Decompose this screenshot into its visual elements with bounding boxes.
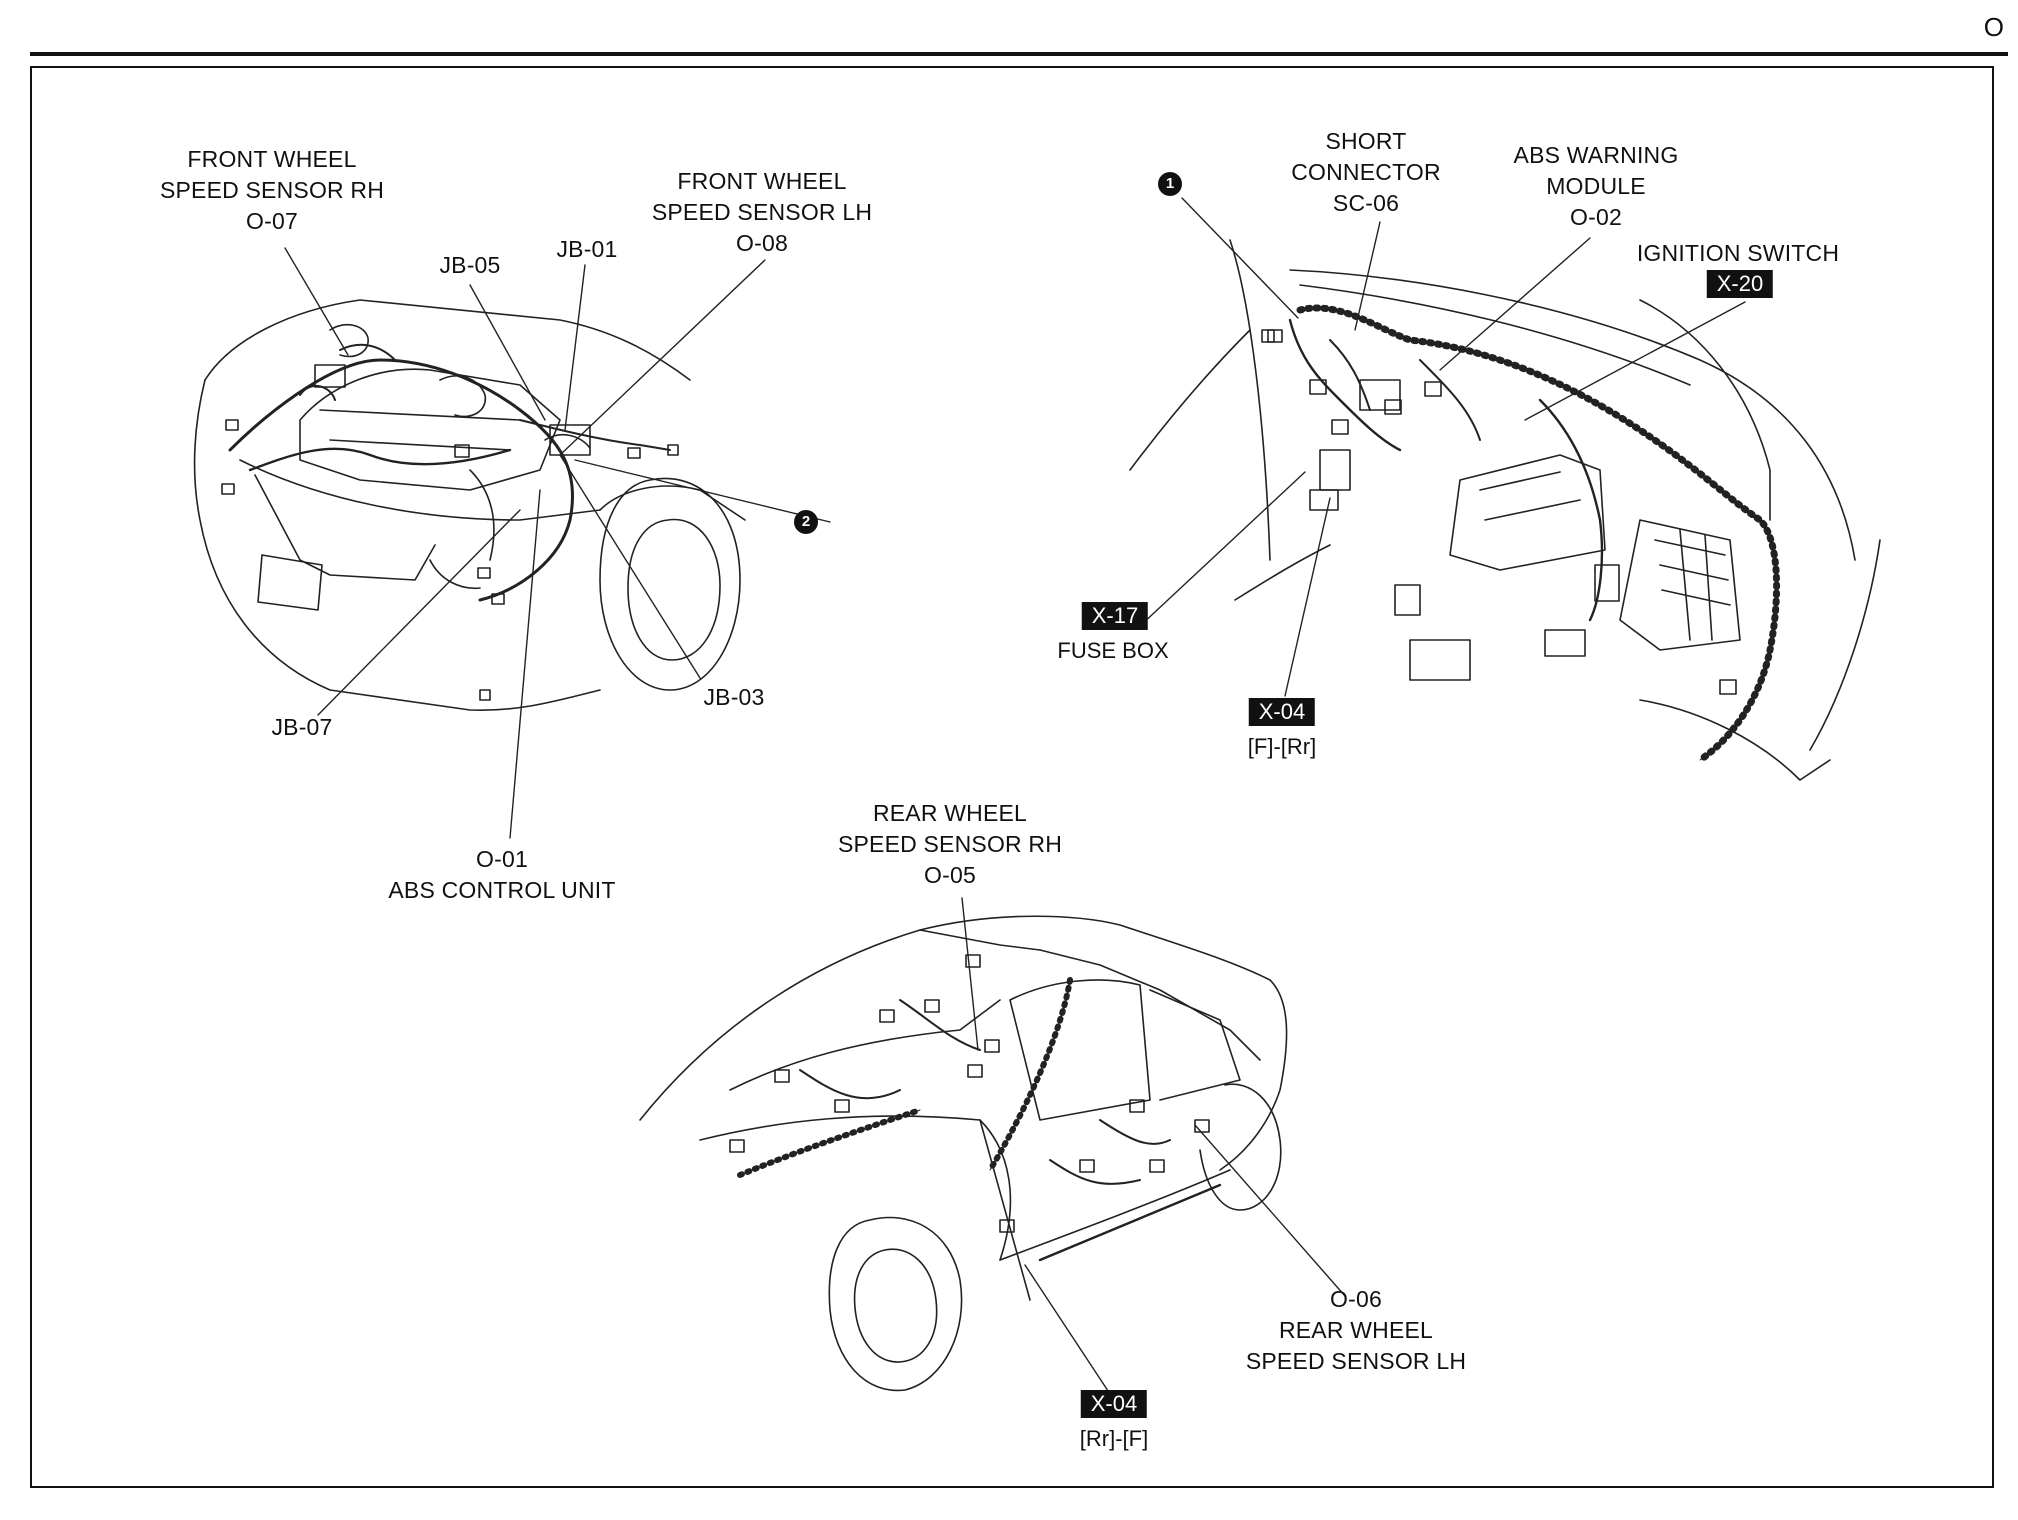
label-jb-03: JB-03 [703, 684, 765, 710]
label-line: SPEED SENSOR RH [837, 831, 1063, 857]
label-connector-code: O-01 [476, 846, 528, 872]
label-line: FRONT WHEEL [187, 146, 357, 172]
page-corner-mark: O [1983, 12, 2004, 42]
label-connector-code: O-08 [736, 230, 788, 256]
label-fuse-box: FUSE BOX [1057, 638, 1169, 663]
label-abs-control-unit: O-01 ABS CONTROL UNIT [388, 844, 615, 906]
label-line: REAR WHEEL [1278, 1317, 1434, 1343]
label-connector-code: SC-06 [1332, 190, 1400, 216]
rear-car-drawing [639, 915, 1288, 1392]
label-rear-wheel-speed-sensor-rh: REAR WHEEL SPEED SENSOR RH O-05 [838, 798, 1062, 891]
connector-box-x-17: X-17 [1081, 602, 1149, 630]
label-jb-01: JB-01 [556, 236, 618, 262]
label-line: SPEED SENSOR LH [651, 199, 873, 225]
label-line: MODULE [1546, 173, 1646, 199]
label-abs-warning-module: ABS WARNING MODULE O-02 [1514, 140, 1679, 233]
label-line: SPEED SENSOR LH [1245, 1348, 1467, 1374]
label-front-wheel-speed-sensor-rh: FRONT WHEEL SPEED SENSOR RH O-07 [160, 144, 384, 237]
label-connector-code: O-02 [1570, 204, 1622, 230]
label-connector-code: O-05 [924, 862, 976, 888]
label-x-04-f-rr: [F]-[Rr] [1247, 734, 1317, 759]
marker-1: 1 [1158, 172, 1182, 196]
label-line: REAR WHEEL [872, 800, 1028, 826]
label-ignition-switch: IGNITION SWITCH [1636, 240, 1840, 266]
label-jb-07: JB-07 [271, 714, 333, 740]
label-line: CONNECTOR [1291, 159, 1441, 185]
label-line: SPEED SENSOR RH [159, 177, 385, 203]
connector-box-x-20: X-20 [1706, 270, 1774, 298]
label-line: ABS WARNING [1513, 142, 1679, 168]
label-connector-code: O-07 [246, 208, 298, 234]
engine-bay-drawing [193, 299, 746, 712]
label-line: FRONT WHEEL [677, 168, 847, 194]
marker-2: 2 [794, 510, 818, 534]
label-x-04-rr-f: [Rr]-[F] [1079, 1426, 1149, 1451]
connector-box-x-04-front: X-04 [1248, 698, 1316, 726]
label-line: ABS CONTROL UNIT [388, 877, 616, 903]
connector-box-x-04-rear: X-04 [1080, 1390, 1148, 1418]
leader-lines [284, 197, 1746, 1401]
label-line: SHORT [1325, 128, 1407, 154]
label-front-wheel-speed-sensor-lh: FRONT WHEEL SPEED SENSOR LH O-08 [652, 166, 872, 259]
label-rear-wheel-speed-sensor-lh: O-06 REAR WHEEL SPEED SENSOR LH [1246, 1284, 1466, 1377]
label-connector-code: O-06 [1330, 1286, 1382, 1312]
header-rule [30, 52, 2008, 56]
dashboard-drawing [1129, 239, 1881, 781]
label-short-connector: SHORT CONNECTOR SC-06 [1291, 126, 1441, 219]
label-jb-05: JB-05 [439, 252, 501, 278]
diagram-frame [30, 66, 1994, 1488]
